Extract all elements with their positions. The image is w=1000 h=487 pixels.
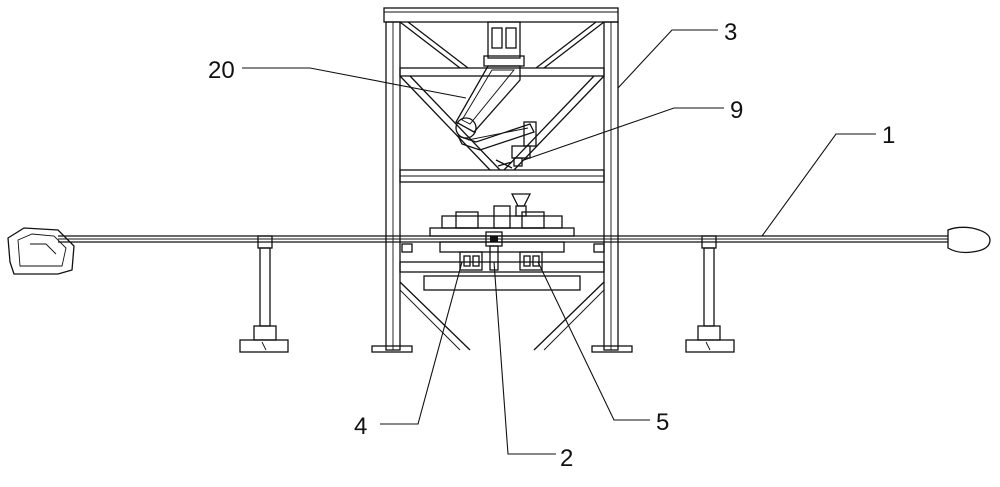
carriage-assembly [401,193,605,271]
label-5: 5 [656,409,669,436]
leader-lines [242,29,876,455]
label-9: 9 [730,97,743,124]
label-3: 3 [724,19,737,46]
gantry-frame [371,7,633,353]
left-stand [239,235,289,353]
label-20: 20 [208,57,235,84]
label-1: 1 [882,122,895,149]
right-stand [685,235,735,353]
end-effector [495,145,531,169]
robot-arm [455,21,537,151]
reference-numerals: 20 3 9 1 4 5 2 [208,19,895,472]
track-rail [7,226,991,275]
label-2: 2 [560,445,573,472]
label-4: 4 [354,413,367,440]
